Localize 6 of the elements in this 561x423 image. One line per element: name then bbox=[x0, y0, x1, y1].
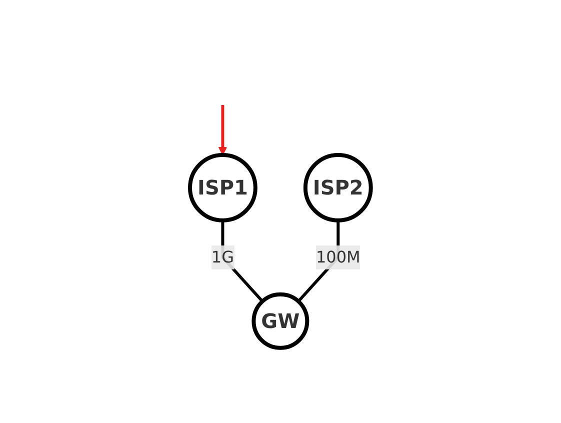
node-circle: ISP1 bbox=[188, 153, 258, 222]
edge-label: 1G bbox=[212, 247, 234, 266]
node-circle: GW bbox=[252, 292, 310, 350]
arrow bbox=[218, 105, 228, 156]
node-circle: ISP2 bbox=[304, 153, 373, 222]
edge-label: 100M bbox=[316, 247, 360, 266]
